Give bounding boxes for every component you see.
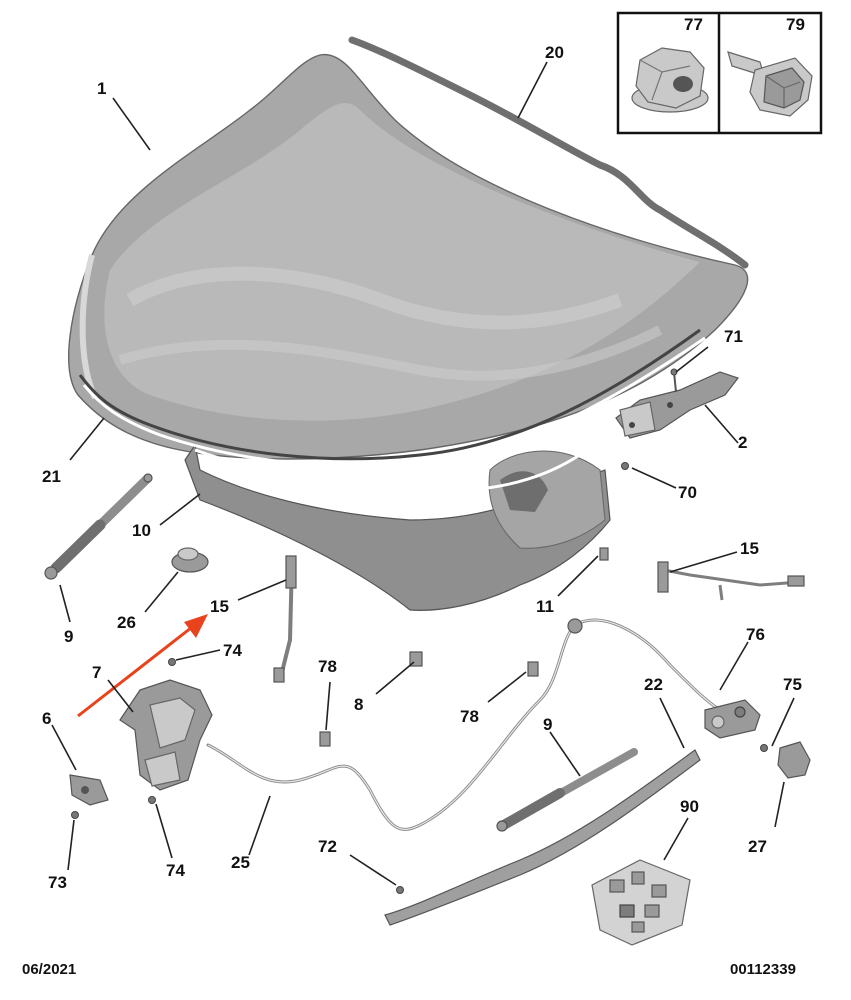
callout-20: 20: [545, 43, 564, 62]
callout-11: 11: [536, 597, 554, 616]
callout-76: 76: [746, 625, 765, 644]
clip-11: [599, 547, 609, 561]
callout-8: 8: [354, 695, 363, 714]
inset-label-77: 77: [684, 15, 703, 34]
striker-27: [760, 741, 811, 779]
callout-27: 27: [748, 837, 767, 856]
callout-7: 7: [92, 663, 101, 682]
callout-26: 26: [117, 613, 136, 632]
leader-lines: [51, 61, 795, 886]
gas-strut-left: [44, 473, 153, 580]
gas-strut-right: [496, 748, 638, 832]
footer-date: 06/2021: [22, 961, 76, 978]
grommet-78-left: [319, 731, 331, 747]
support-rod-right: [657, 561, 805, 601]
callout-70: 70: [678, 483, 697, 502]
safety-catch: [69, 774, 109, 819]
hood-stop-buffer: [171, 547, 209, 573]
callout-78-right: 78: [460, 707, 479, 726]
front-seal-highlight: [82, 336, 706, 468]
callout-73: 73: [48, 873, 67, 892]
callout-10: 10: [132, 521, 151, 540]
hood-insulation: [184, 438, 611, 611]
hood-lock: [704, 699, 761, 739]
release-cable: [206, 618, 722, 831]
callout-15-right: 15: [740, 539, 759, 558]
callout-72: 72: [318, 837, 337, 856]
hood-hinge: [615, 368, 739, 470]
callout-90: 90: [680, 797, 699, 816]
callout-15-center: 15: [210, 597, 229, 616]
lower-seal-strip: [384, 749, 701, 926]
grommet-78-right: [527, 661, 539, 677]
hood-panel: [68, 53, 749, 460]
footer-reference: 00112339: [730, 961, 796, 978]
callout-71: 71: [724, 327, 743, 346]
callout-9-left: 9: [64, 627, 73, 646]
callout-78-left: 78: [318, 657, 337, 676]
callout-75: 75: [783, 675, 802, 694]
callout-25: 25: [231, 853, 250, 872]
support-rod-center: [273, 555, 297, 683]
callout-2: 2: [738, 433, 747, 452]
front-seal-strip: [78, 328, 701, 461]
rear-weatherstrip: [348, 36, 749, 269]
callout-9-right: 9: [543, 715, 552, 734]
fastener-kit-box: [591, 859, 691, 946]
callout-74-bottom: 74: [166, 861, 185, 880]
callout-6: 6: [42, 709, 51, 728]
callout-74-top: 74: [223, 641, 242, 660]
callout-labels: 1 20 71 2 70 21 10 15 9 26 15 11 76 74 7…: [42, 15, 805, 892]
highlight-arrow: [77, 614, 208, 718]
callout-1: 1: [97, 79, 106, 98]
callout-21: 21: [42, 467, 61, 486]
callout-22: 22: [644, 675, 663, 694]
lock-bracket: [119, 658, 213, 804]
bolt-icon: [727, 51, 813, 117]
inset-label-79: 79: [786, 15, 805, 34]
flange-nut-icon: [631, 47, 709, 113]
fastener-inset: [616, 11, 823, 135]
